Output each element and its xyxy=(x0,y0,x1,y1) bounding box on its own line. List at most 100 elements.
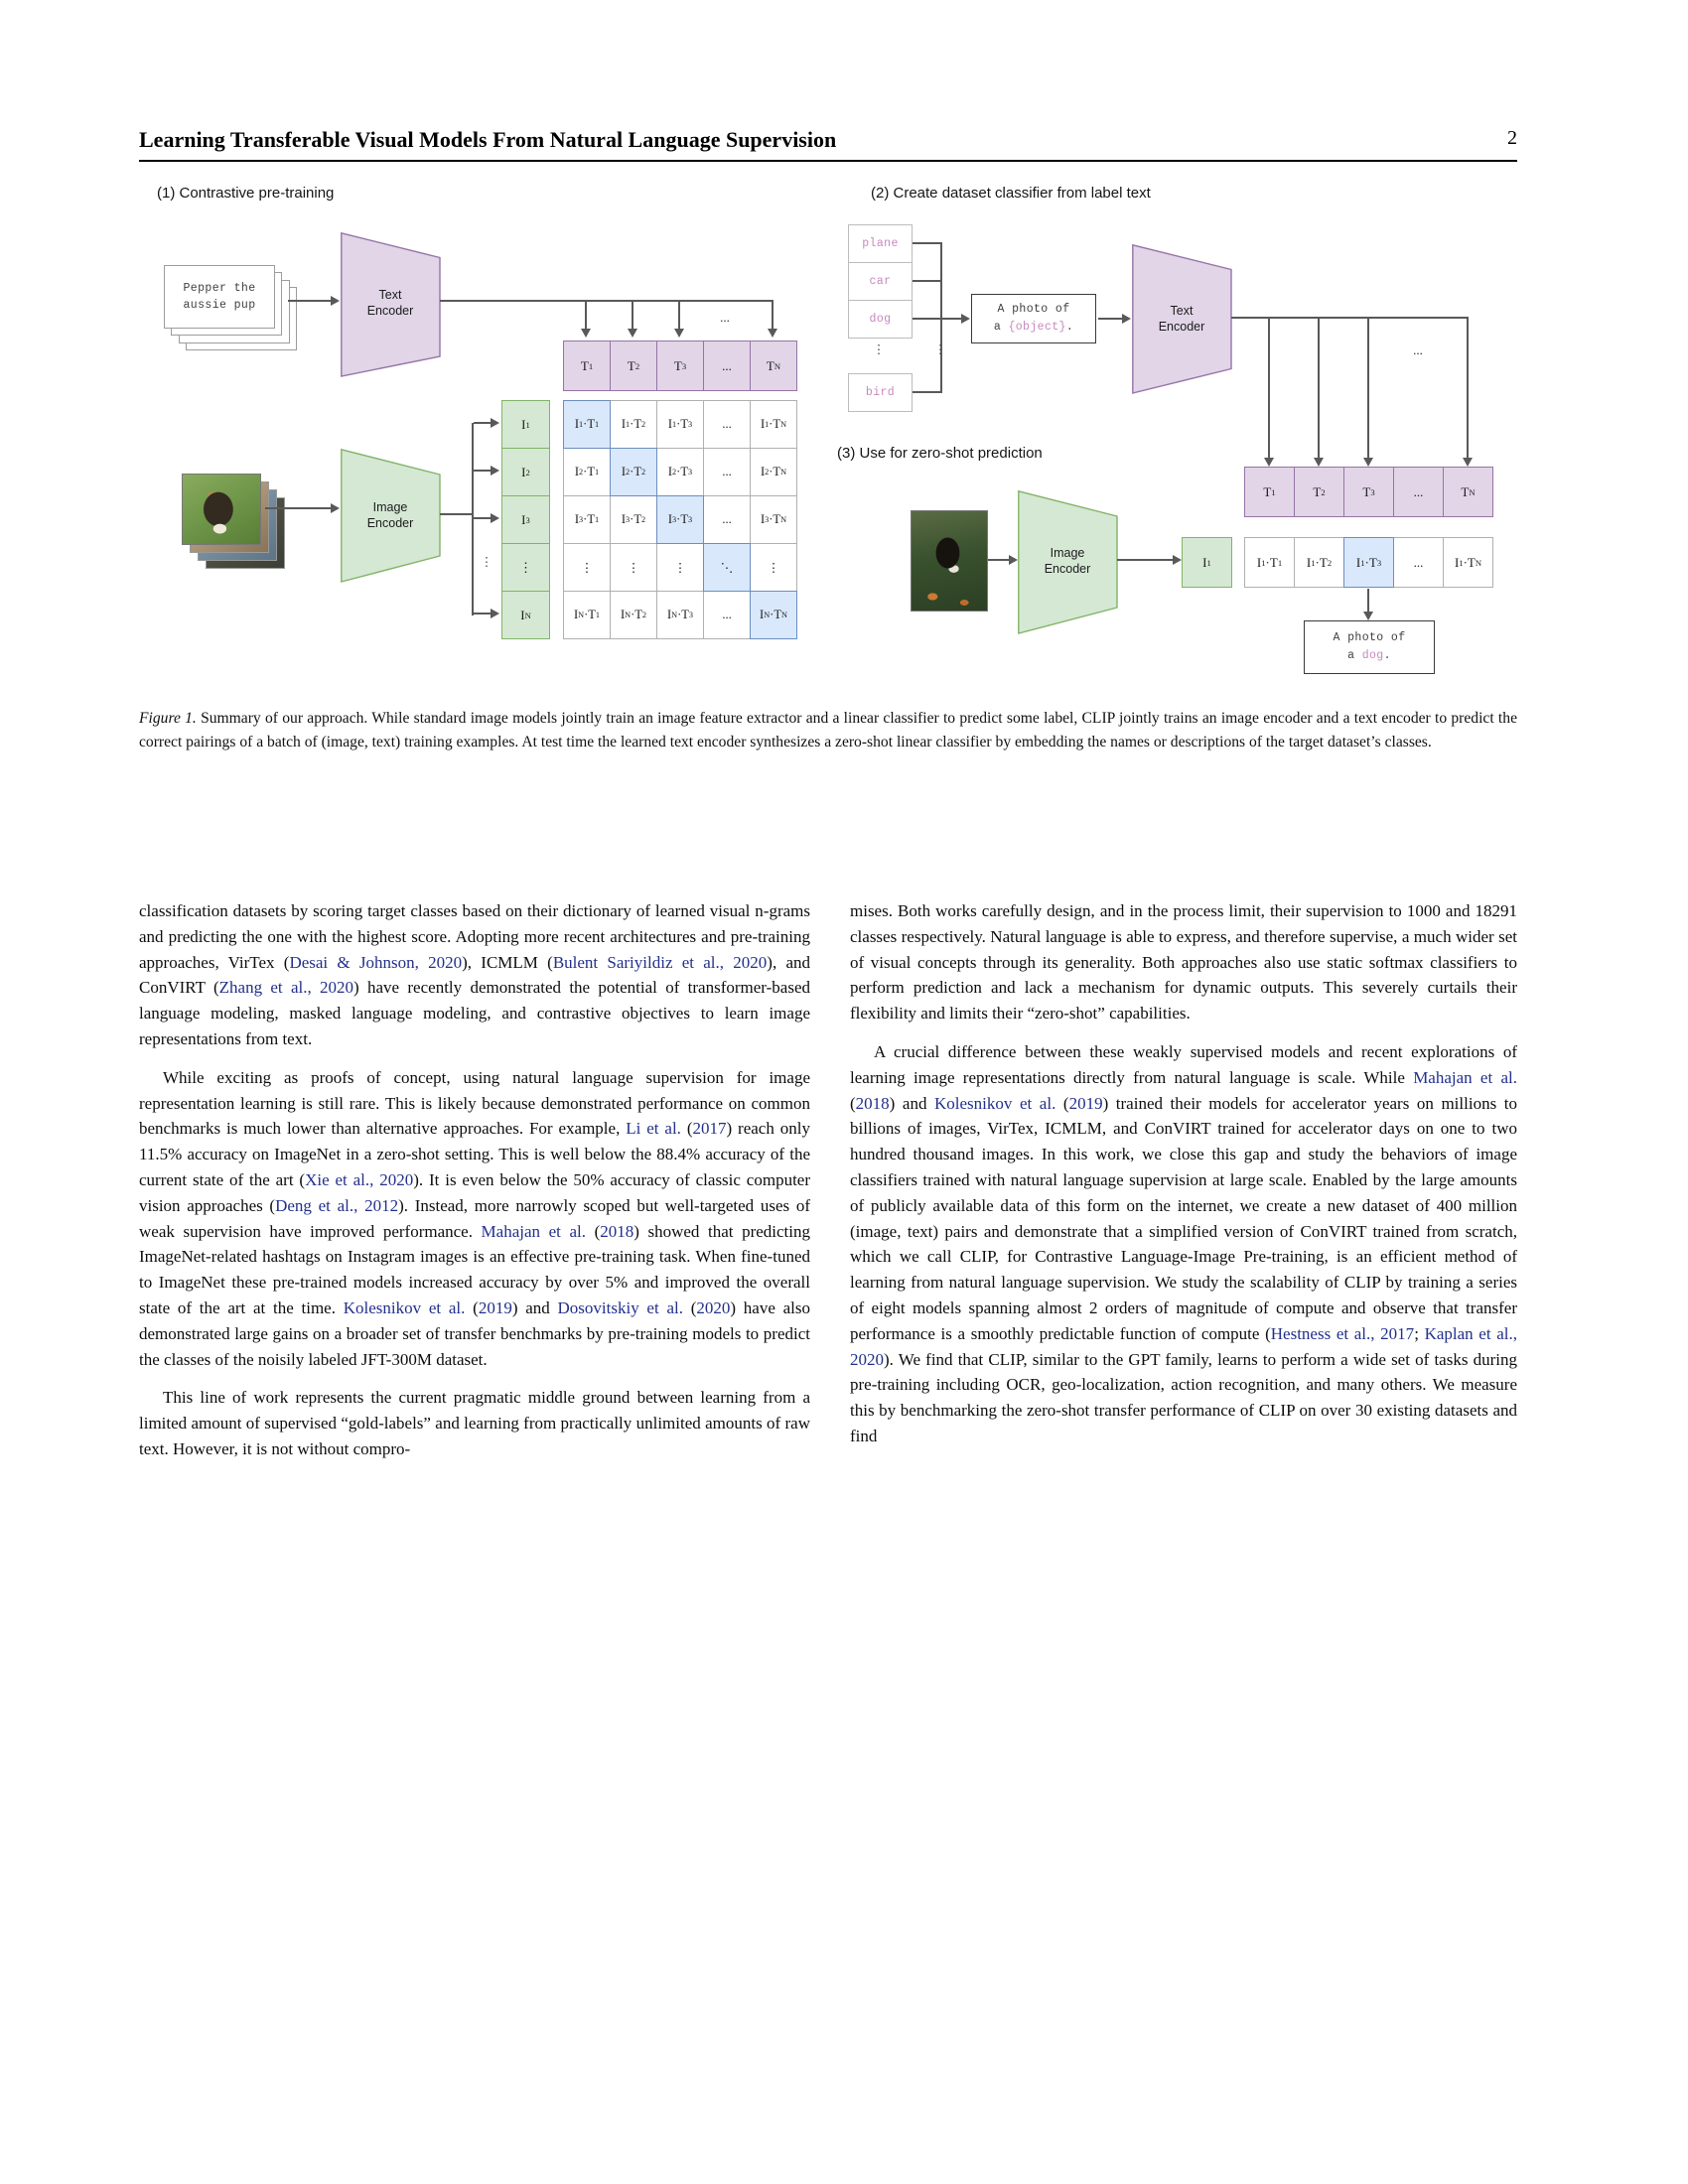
image-encoder-shape xyxy=(341,448,441,583)
text-segment: ). We find that CLIP, similar to the GPT… xyxy=(850,1349,1517,1445)
similarity-matrix-cell: ⋮ xyxy=(610,543,657,592)
flow-line xyxy=(474,470,492,472)
citation-link[interactable]: Xie et al., 2020 xyxy=(305,1169,414,1189)
citation-link[interactable]: Dosovitskiy et al. xyxy=(557,1297,683,1317)
class-label-box: plane xyxy=(848,224,913,263)
text-embedding-cell: ... xyxy=(1393,467,1444,517)
flow-line xyxy=(474,517,492,519)
text-encoder-shape xyxy=(341,231,441,377)
citation-link[interactable]: 2017 xyxy=(692,1119,727,1139)
text-encoder-shape xyxy=(1132,243,1232,394)
citation-link[interactable]: 2020 xyxy=(696,1297,731,1317)
vertical-dots: ⋮ xyxy=(480,555,493,569)
paragraph: classification datasets by scoring targe… xyxy=(139,898,810,1052)
prediction-line1: A photo of xyxy=(1333,630,1406,644)
similarity-matrix-cell: ... xyxy=(703,448,751,496)
flow-line xyxy=(913,318,962,320)
text-segment: ( xyxy=(1055,1093,1069,1113)
arrowhead-icon xyxy=(1313,458,1324,467)
flow-line xyxy=(1367,319,1369,458)
flow-line xyxy=(472,423,474,615)
text-segment: ) and xyxy=(889,1093,935,1113)
flow-line xyxy=(474,422,492,424)
text-segment: ). Instead, more narrowly scoped but wel… xyxy=(139,1195,810,1241)
prediction-box: A photo of a dog. xyxy=(1304,620,1435,674)
citation-link[interactable]: Kolesnikov et al. xyxy=(343,1297,466,1317)
arrowhead-icon xyxy=(1009,554,1018,565)
citation-link[interactable]: Li et al. xyxy=(626,1119,681,1139)
paragraph: A crucial difference between these weakl… xyxy=(850,1039,1517,1449)
figure-part2-label: (2) Create dataset classifier from label… xyxy=(871,185,1151,202)
flow-line xyxy=(474,613,492,614)
prompt-template-box: A photo of a {object}. xyxy=(971,294,1096,343)
puppy-photo xyxy=(182,474,261,545)
citation-link[interactable]: Bulent Sariyildiz et al., 2020 xyxy=(552,952,768,972)
arrowhead-icon xyxy=(1362,458,1373,467)
citation-link[interactable]: Mahajan et al. xyxy=(481,1221,586,1241)
text-segment: a xyxy=(1347,649,1362,662)
figure-part1-label: (1) Contrastive pre-training xyxy=(157,185,335,202)
citation-link[interactable]: 2018 xyxy=(855,1093,890,1113)
text-segment: mises. Both works carefully design, and … xyxy=(850,901,1517,1024)
flow-line xyxy=(1117,559,1174,561)
vertical-dots: ⋮ xyxy=(872,342,886,356)
class-label-box: dog xyxy=(848,300,913,339)
text-segment: . xyxy=(1383,649,1391,662)
arrowhead-icon xyxy=(1173,554,1182,565)
flow-line xyxy=(913,242,942,244)
text-encoder-label: Text Encoder xyxy=(366,288,414,319)
text-segment: ), ICMLM ( xyxy=(462,952,553,972)
citation-link[interactable]: Kolesnikov et al. xyxy=(934,1093,1056,1113)
flow-line xyxy=(988,559,1010,561)
citation-link[interactable]: Hestness et al., 2017 xyxy=(1270,1323,1415,1343)
header-rule xyxy=(139,160,1517,162)
citation-link[interactable]: 2019 xyxy=(478,1297,512,1317)
text-embedding-cell: ... xyxy=(703,341,751,391)
flow-line xyxy=(1367,589,1369,613)
arrowhead-icon xyxy=(580,329,591,338)
arrowhead-icon xyxy=(331,502,340,513)
text-segment: dog xyxy=(1361,649,1384,662)
body-column-left: classification datasets by scoring targe… xyxy=(139,898,810,1475)
image-encoder-shape xyxy=(1018,489,1118,634)
similarity-matrix-cell: ⋮ xyxy=(563,543,611,592)
arrowhead-icon xyxy=(1362,612,1373,620)
flow-line xyxy=(1467,319,1469,458)
body-column-right: mises. Both works carefully design, and … xyxy=(850,898,1517,1462)
arrowhead-icon xyxy=(627,329,637,338)
citation-link[interactable]: Desai & Johnson, 2020 xyxy=(289,952,463,972)
citation-link[interactable]: Deng et al., 2012 xyxy=(275,1195,399,1215)
citation-link[interactable]: 2018 xyxy=(600,1221,634,1241)
text-segment: ( xyxy=(465,1297,479,1317)
similarity-matrix-cell: ⋱ xyxy=(703,543,751,592)
ellipsis: ... xyxy=(1413,342,1423,357)
flow-line xyxy=(265,507,331,509)
text-segment: ( xyxy=(585,1221,601,1241)
running-title: Learning Transferable Visual Models From… xyxy=(139,127,837,152)
prompt-line2: a {object}. xyxy=(994,319,1073,337)
text-card: Pepper the aussie pup xyxy=(164,265,275,329)
citation-link[interactable]: Kaplan et al., 2020 xyxy=(850,1323,1517,1369)
arrowhead-icon xyxy=(491,512,499,523)
flow-line xyxy=(678,302,680,330)
citation-link[interactable]: Zhang et al., 2020 xyxy=(218,978,354,998)
arrowhead-icon xyxy=(1122,313,1131,324)
text-segment: ) showed that predicting ImageNet-relate… xyxy=(139,1221,810,1317)
citation-link[interactable]: Mahajan et al. xyxy=(1413,1067,1517,1087)
citation-link[interactable]: 2019 xyxy=(1068,1093,1103,1113)
flow-line xyxy=(913,391,942,393)
